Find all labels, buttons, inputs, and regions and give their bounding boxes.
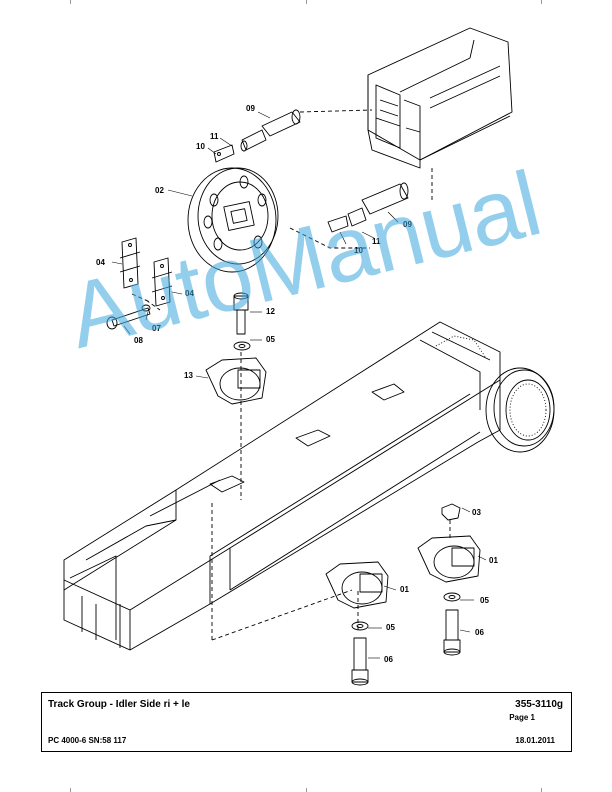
crop-mark	[541, 0, 542, 4]
bearing-lower	[325, 561, 389, 609]
callout-01-lower: 01	[400, 585, 409, 594]
brackets	[119, 237, 173, 307]
callout-09-lower: 09	[403, 220, 412, 229]
idler-ring	[485, 367, 555, 453]
bolt-lower	[351, 637, 369, 686]
callout-07: 07	[152, 324, 161, 333]
callout-09-upper: 09	[246, 104, 255, 113]
callout-05-upper: 05	[266, 335, 275, 344]
main-track-frame	[63, 321, 501, 651]
crop-mark	[306, 0, 307, 4]
issue-date: 18.01.2011	[515, 736, 555, 745]
bolt-vertical	[233, 292, 251, 351]
callout-02: 02	[155, 186, 164, 195]
callout-01-right: 01	[489, 556, 498, 565]
callout-06-lower: 06	[384, 655, 393, 664]
model-serial: PC 4000-6 SN:58 117	[48, 736, 127, 745]
pin-assembly-lower	[327, 182, 409, 233]
crop-mark	[70, 0, 71, 4]
drawing-title: Track Group - Idler Side ri + le	[48, 699, 190, 710]
callout-10-lower: 10	[354, 246, 363, 255]
nut	[441, 503, 461, 521]
callout-06-right: 06	[475, 628, 484, 637]
bearing-upper	[205, 357, 267, 405]
crop-mark	[70, 788, 71, 792]
callout-10-upper: 10	[196, 142, 205, 151]
callout-05-right: 05	[480, 596, 489, 605]
crop-mark	[306, 788, 307, 792]
callout-11-upper: 11	[210, 132, 219, 141]
page-number: Page 1	[509, 713, 535, 722]
bearing-right	[417, 535, 481, 583]
part-number: 355-3110g	[515, 699, 563, 710]
bolt-right	[443, 609, 461, 656]
crop-mark	[541, 788, 542, 792]
callout-12: 12	[266, 307, 275, 316]
bolt-and-washer	[106, 304, 151, 330]
title-block: Track Group - Idler Side ri + le 355-311…	[41, 692, 572, 752]
callout-08: 08	[134, 336, 143, 345]
exploded-parts-drawing	[63, 27, 555, 686]
idler-wheel	[187, 167, 279, 273]
callout-05-lower: 05	[386, 623, 395, 632]
callout-04-right: 04	[185, 289, 194, 298]
callout-13: 13	[184, 371, 193, 380]
callout-04-left: 04	[96, 258, 105, 267]
callout-03: 03	[472, 508, 481, 517]
pin-assembly-upper	[213, 109, 301, 163]
upper-frame-section	[367, 27, 513, 169]
callout-11-lower: 11	[372, 237, 381, 246]
